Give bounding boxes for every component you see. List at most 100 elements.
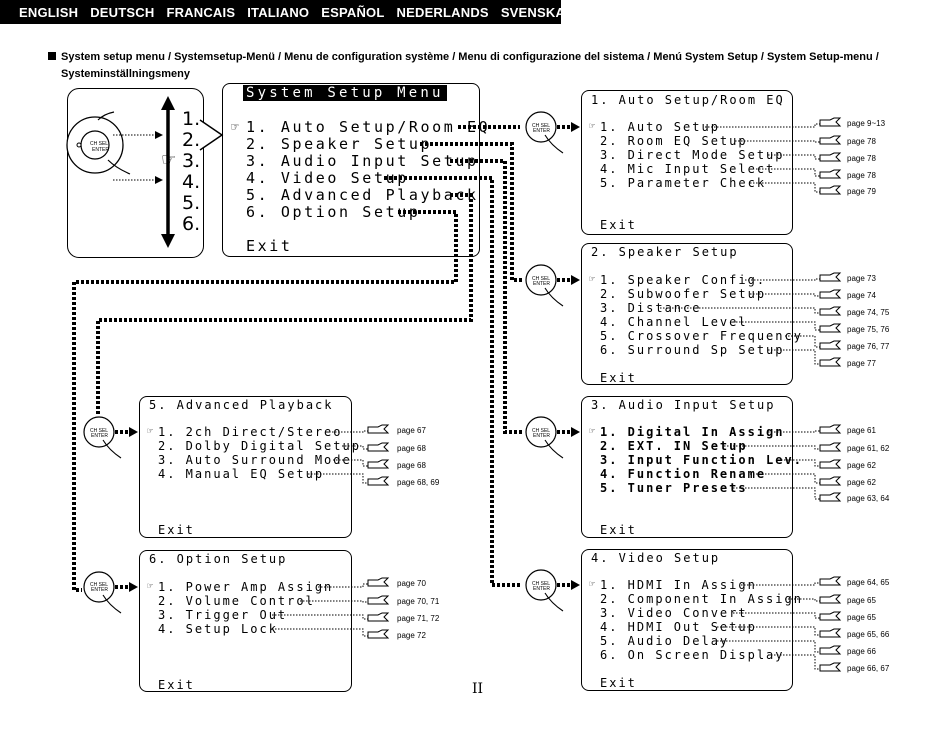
page-ref: page 66 bbox=[847, 647, 876, 656]
video-setup-item[interactable]: 5. Audio Delay bbox=[600, 634, 730, 648]
speaker-setup-cursor-icon: ☞ bbox=[589, 274, 598, 285]
main-menu-item-option-setup[interactable]: 6. Option Setup bbox=[246, 203, 421, 221]
page-ref: page 78 bbox=[847, 171, 876, 180]
lang-francais: FRANCAIS bbox=[166, 4, 236, 20]
page-ref: page 66, 67 bbox=[847, 664, 890, 673]
auto-setup-exit[interactable]: Exit bbox=[600, 218, 637, 232]
option-setup-exit[interactable]: Exit bbox=[158, 678, 195, 692]
ch-sel-label: ENTER bbox=[533, 586, 550, 592]
section-heading: System setup menu / Systemsetup-Menü / M… bbox=[48, 49, 918, 83]
heading-line-2: Systeminställningsmeny bbox=[61, 68, 190, 80]
pointing-hand-icon bbox=[819, 169, 842, 179]
pointing-hand-icon bbox=[819, 611, 842, 621]
ch-sel-button-icon bbox=[83, 571, 115, 603]
speaker-setup-item[interactable]: 1. Speaker Config. bbox=[600, 273, 767, 287]
pointing-hand-icon bbox=[367, 459, 390, 469]
pointing-hand-icon bbox=[819, 476, 842, 486]
video-setup-exit[interactable]: Exit bbox=[600, 676, 637, 690]
pointing-hand-icon bbox=[819, 645, 842, 655]
speaker-setup-item[interactable]: 2. Subwoofer Setup bbox=[600, 287, 767, 301]
arrow-right-icon bbox=[129, 427, 138, 437]
page-ref: page 73 bbox=[847, 274, 876, 283]
advanced-playback-item[interactable]: 2. Dolby Digital Setup bbox=[158, 439, 361, 453]
page-leader-line bbox=[735, 140, 820, 143]
auto-setup-item[interactable]: 1. Auto Setup bbox=[600, 120, 720, 134]
page-ref: page 78 bbox=[847, 137, 876, 146]
page-leader-line bbox=[750, 293, 820, 297]
auto-setup-item[interactable]: 5. Parameter Check bbox=[600, 176, 767, 190]
pointing-hand-icon bbox=[819, 272, 842, 282]
advanced-playback-item[interactable]: 4. Manual EQ Setup bbox=[158, 467, 325, 481]
advanced-playback-cursor-icon: ☞ bbox=[147, 426, 156, 437]
video-setup-item[interactable]: 3. Video Convert bbox=[600, 606, 748, 620]
page-ref: page 67 bbox=[397, 426, 426, 435]
audio-input-item[interactable]: 4. Function Rename bbox=[600, 467, 767, 481]
video-setup-item[interactable]: 6. On Screen Display bbox=[600, 648, 785, 662]
auto-setup-cursor-icon: ☞ bbox=[589, 121, 598, 132]
pointing-hand-icon bbox=[367, 629, 390, 639]
page-ref: page 70 bbox=[397, 579, 426, 588]
main-menu-exit[interactable]: Exit bbox=[246, 237, 293, 255]
page-leader-line bbox=[318, 583, 368, 588]
lang-svenska: SVENSKA bbox=[500, 4, 566, 20]
arrow-right-icon bbox=[571, 427, 580, 437]
pointing-hand-icon bbox=[367, 442, 390, 452]
advanced-playback-item[interactable]: 1. 2ch Direct/Stereo bbox=[158, 425, 343, 439]
pointing-hand-icon bbox=[819, 442, 842, 452]
main-menu-item-auto-setup[interactable]: 1. Auto Setup/Room EQ bbox=[246, 118, 491, 136]
page-leader-line bbox=[272, 628, 368, 637]
hand-icon bbox=[544, 287, 564, 307]
video-setup-item[interactable]: 1. HDMI In Assign bbox=[600, 578, 757, 592]
page-leader-line bbox=[717, 626, 820, 636]
page-ref: page 78 bbox=[847, 154, 876, 163]
ch-sel-label: ENTER bbox=[533, 433, 550, 439]
auto-setup-item[interactable]: 2. Room EQ Setup bbox=[600, 134, 748, 148]
pointing-hand-icon bbox=[819, 459, 842, 469]
option-setup-item[interactable]: 3. Trigger Out bbox=[158, 608, 288, 622]
page-leader-line bbox=[705, 123, 820, 128]
main-menu-box bbox=[222, 83, 480, 257]
connector-option bbox=[72, 210, 458, 592]
speaker-setup-item[interactable]: 5. Crossover Frequency bbox=[600, 329, 803, 343]
advanced-playback-box bbox=[139, 396, 352, 538]
page-leader-line bbox=[660, 307, 820, 314]
main-menu-item-advanced-playback[interactable]: 5. Advanced Playback bbox=[246, 186, 479, 204]
main-menu-item-audio-input[interactable]: 3. Audio Input Setup bbox=[246, 152, 479, 170]
page-ref: page 9~13 bbox=[847, 119, 886, 128]
option-setup-item[interactable]: 2. Volume Control bbox=[158, 594, 315, 608]
option-setup-item[interactable]: 1. Power Amp Assign bbox=[158, 580, 334, 594]
option-setup-item[interactable]: 4. Setup Lock bbox=[158, 622, 278, 636]
speaker-setup-item[interactable]: 6. Surround Sp Setup bbox=[600, 343, 785, 357]
page-leader-line bbox=[785, 335, 820, 348]
audio-input-item[interactable]: 2. EXT. IN Setup bbox=[600, 439, 748, 453]
ch-sel-label: CH SEL bbox=[532, 428, 551, 434]
main-menu-cursor-icon: ☞ bbox=[231, 120, 242, 135]
audio-input-item[interactable]: 1. Digital In Assign bbox=[600, 425, 785, 439]
page-ref: page 75, 76 bbox=[847, 325, 890, 334]
pointing-hand-icon bbox=[819, 628, 842, 638]
video-setup-item[interactable]: 4. HDMI Out Setup bbox=[600, 620, 757, 634]
audio-input-exit[interactable]: Exit bbox=[600, 523, 637, 537]
auto-setup-item[interactable]: 4. Mic Input Select bbox=[600, 162, 776, 176]
speaker-setup-item[interactable]: 4. Channel Level bbox=[600, 315, 748, 329]
audio-input-item[interactable]: 5. Tuner Presets bbox=[600, 481, 748, 495]
ch-sel-label: CH SEL bbox=[532, 123, 551, 129]
advanced-playback-title: 5. Advanced Playback bbox=[149, 398, 334, 412]
page-ref: page 74, 75 bbox=[847, 308, 890, 317]
advanced-playback-item[interactable]: 3. Auto Surround Mode bbox=[158, 453, 352, 467]
auto-setup-item[interactable]: 3. Direct Mode Setup bbox=[600, 148, 785, 162]
language-bar: ENGLISH DEUTSCH FRANCAIS ITALIANO ESPAÑO… bbox=[0, 0, 565, 24]
main-menu-item-video-setup[interactable]: 4. Video Setup bbox=[246, 169, 409, 187]
page-ref: page 68 bbox=[397, 461, 426, 470]
video-setup-item[interactable]: 2. Component In Assign bbox=[600, 592, 803, 606]
audio-input-item[interactable]: 3. Input Function Lev. bbox=[600, 453, 803, 467]
speaker-setup-exit[interactable]: Exit bbox=[600, 371, 637, 385]
connector-audio bbox=[450, 159, 522, 434]
page-ref: page 76, 77 bbox=[847, 342, 890, 351]
speaker-setup-item[interactable]: 3. Distance bbox=[600, 301, 702, 315]
advanced-playback-exit[interactable]: Exit bbox=[158, 523, 195, 537]
pointing-hand-icon bbox=[819, 357, 842, 367]
pointing-hand-icon bbox=[819, 594, 842, 604]
main-menu-item-speaker-setup[interactable]: 2. Speaker Setup bbox=[246, 135, 433, 153]
